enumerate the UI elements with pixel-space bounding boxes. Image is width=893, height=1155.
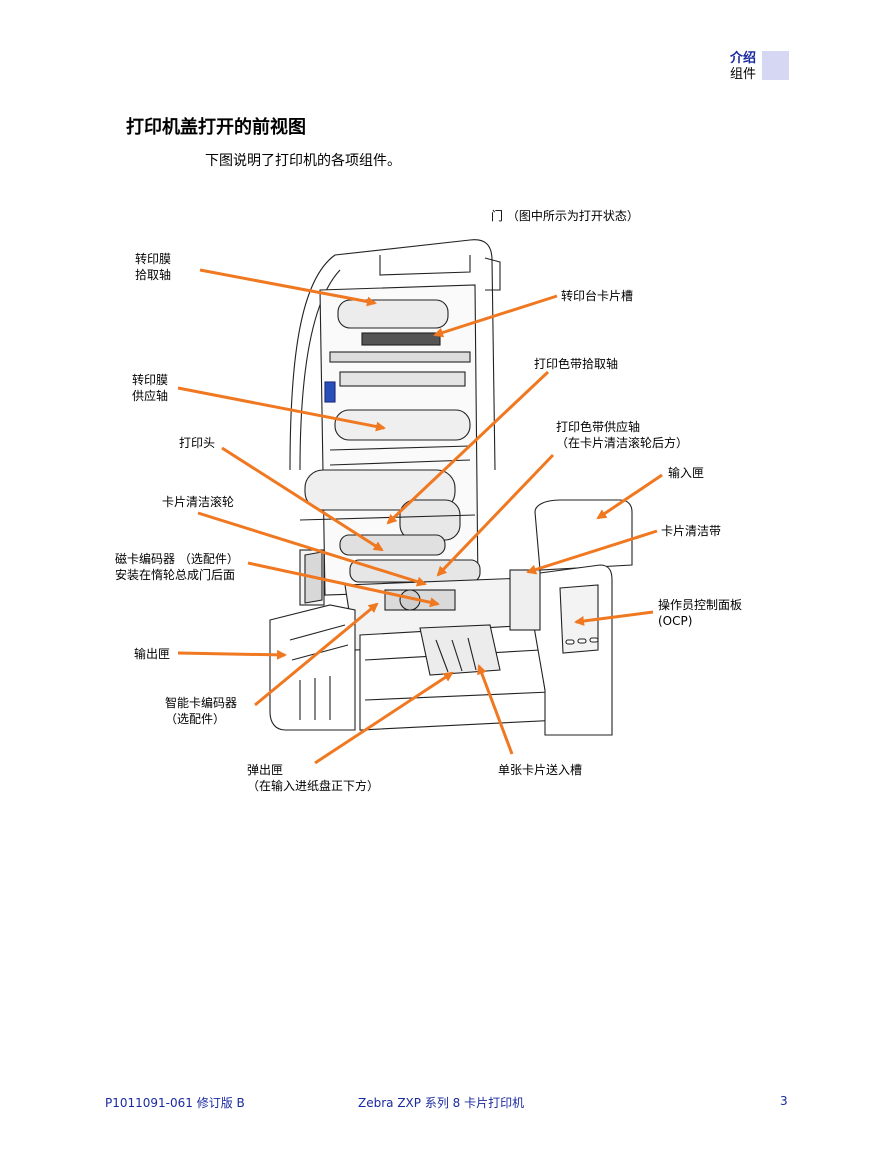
label-line: （在卡片清洁滚轮后方） [556,436,689,450]
arrow-smart-encoder [254,602,379,707]
page-title: 打印机盖打开的前视图 [126,117,306,138]
section-name: 介绍 [729,51,756,66]
arrow-reject-hopper [314,671,454,765]
label-transfer-station-slot: 转印台卡片槽 [561,289,634,303]
arrow-ribbon-supply [436,453,555,577]
label-cleaning-tape: 卡片清洁带 [661,524,722,538]
arrow-transfer-takeup [199,268,377,307]
label-line: 拾取轴 [135,268,172,282]
arrow-ribbon-takeup [386,370,550,525]
arrow-single-feed [477,664,514,755]
arrow-cleaning-tape [526,529,658,575]
arrow-mag-encoder [247,561,440,608]
footer-page-number: 3 [780,1094,788,1108]
arrow-input-hopper [596,473,663,520]
label-line: (OCP) [658,614,693,628]
subsection-name: 组件 [729,67,756,82]
label-input-hopper: 输入匣 [668,466,705,480]
label-transfer-supply: 转印膜 供应轴 [132,372,168,404]
label-smart-encoder: 智能卡编码器 （选配件） [165,695,237,727]
label-line: 安装在惰轮总成门后面 [115,568,236,582]
label-ribbon-takeup: 打印色带拾取轴 [534,357,619,371]
label-line: 磁卡编码器 （选配件） [115,552,239,566]
arrow-cleaning-roller [197,511,427,587]
arrow-ocp [574,610,654,626]
section-tab-marker [762,51,789,80]
label-line: 打印色带供应轴 [556,420,641,434]
label-mag-encoder: 磁卡编码器 （选配件） 安装在惰轮总成门后面 [115,551,239,583]
label-cleaning-roller: 卡片清洁滚轮 [162,495,235,509]
label-reject-hopper: 弹出匣 （在输入进纸盘正下方） [247,762,379,794]
label-line: （在输入进纸盘正下方） [247,779,380,793]
arrow-transfer-supply [177,386,386,432]
label-printhead: 打印头 [179,436,216,450]
footer-doc-id: P1011091-061 修订版 B [105,1096,245,1110]
arrow-transfer-station [433,294,558,338]
label-output-hopper: 输出匣 [134,647,171,661]
label-line: （选配件） [165,712,226,726]
label-line: 弹出匣 [247,763,284,777]
arrow-output-hopper [177,649,287,660]
arrow-printhead [221,446,384,552]
intro-text: 下图说明了打印机的各项组件。 [205,153,401,169]
label-single-feed: 单张卡片送入槽 [498,763,583,777]
label-door: 门 （图中所示为打开状态） [491,209,639,223]
label-line: 操作员控制面板 [658,598,743,612]
footer-product: Zebra ZXP 系列 8 卡片打印机 [358,1096,525,1110]
section-header: 介绍 组件 [700,51,756,83]
label-line: 转印膜 [135,252,172,266]
label-transfer-takeup: 转印膜 拾取轴 [135,251,171,283]
label-line: 智能卡编码器 [165,696,238,710]
label-ribbon-supply: 打印色带供应轴 （在卡片清洁滚轮后方） [556,419,688,451]
printer-drawing [269,239,633,736]
callout-arrows [177,268,663,765]
label-ocp: 操作员控制面板 (OCP) [658,597,742,629]
label-line: 供应轴 [132,389,169,403]
label-line: 转印膜 [132,373,169,387]
